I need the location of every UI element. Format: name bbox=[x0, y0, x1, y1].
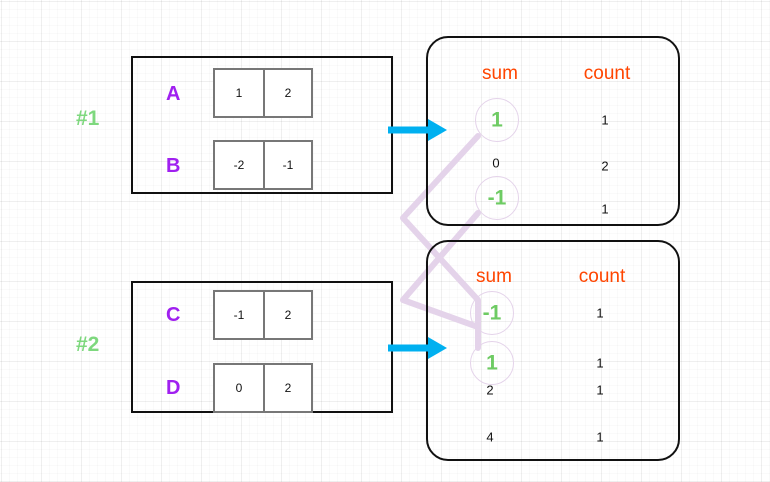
partition-1-row-B-cell-1: -1 bbox=[262, 142, 311, 188]
partition-2-row-label-C: C bbox=[166, 304, 181, 326]
partition-2-row-C-cell-0: -1 bbox=[233, 308, 245, 322]
table-2-row-4-sum: 4 bbox=[486, 429, 494, 445]
table-2-row-1-count: 1 bbox=[596, 305, 604, 321]
aggregate-table-2: sum count bbox=[426, 240, 680, 461]
partition-1-row-label-A: A bbox=[166, 83, 181, 105]
partition-2-row-D-cells: 0 2 bbox=[213, 363, 313, 413]
partition-1-row-label-B: B bbox=[166, 155, 181, 177]
table-2-row-2-sum: 1 bbox=[486, 351, 498, 375]
table-2-row-4-count: 1 bbox=[596, 429, 604, 445]
partition-1-row-A-cells: 1 2 bbox=[213, 68, 313, 118]
partition-box-1: A 1 2 B -2 -1 bbox=[131, 56, 393, 194]
partition-2-row-C-cell-1: 2 bbox=[262, 292, 311, 338]
partition-1-row-A-cell-0: 1 bbox=[235, 86, 243, 100]
table-1-row-1-highlight-circle bbox=[475, 98, 519, 142]
partition-1-row-A-cell-1: 2 bbox=[262, 70, 311, 116]
table-1-row-2-sum: 0 bbox=[492, 155, 500, 171]
table-1-row-1-sum: 1 bbox=[491, 108, 503, 132]
table-2-row-2-count: 1 bbox=[596, 355, 604, 371]
partition-box-2: C -1 2 D 0 2 bbox=[131, 281, 393, 413]
table-2-header-sum: sum bbox=[476, 266, 512, 287]
partition-2-row-C-cells: -1 2 bbox=[213, 290, 313, 340]
table-2-row-3-sum: 2 bbox=[486, 382, 494, 398]
table-1-header-count: count bbox=[583, 63, 631, 84]
table-1-header-sum: sum bbox=[482, 63, 518, 84]
partition-2-row-label-D: D bbox=[166, 377, 181, 399]
table-1-row-1-count: 1 bbox=[601, 112, 609, 128]
table-1-row-2-count: 2 bbox=[601, 158, 609, 174]
partition-2-row-D-cell-0: 0 bbox=[235, 381, 243, 395]
table-2-row-1-sum: -1 bbox=[482, 301, 502, 325]
table-2-row-3-count: 1 bbox=[596, 382, 604, 398]
group-label-2: #2 bbox=[76, 333, 100, 356]
partition-1-row-B-cell-0: -2 bbox=[233, 158, 245, 172]
table-2-header-count: count bbox=[578, 266, 626, 287]
partition-1-row-B-cells: -2 -1 bbox=[213, 140, 313, 190]
table-1-row-3-sum: -1 bbox=[487, 186, 507, 210]
partition-2-row-D-cell-1: 2 bbox=[262, 365, 311, 411]
table-2-row-2-highlight-circle bbox=[470, 341, 514, 385]
aggregate-table-1: sum count bbox=[426, 36, 680, 226]
table-1-row-3-count: 1 bbox=[601, 201, 609, 217]
group-label-1: #1 bbox=[76, 107, 100, 130]
